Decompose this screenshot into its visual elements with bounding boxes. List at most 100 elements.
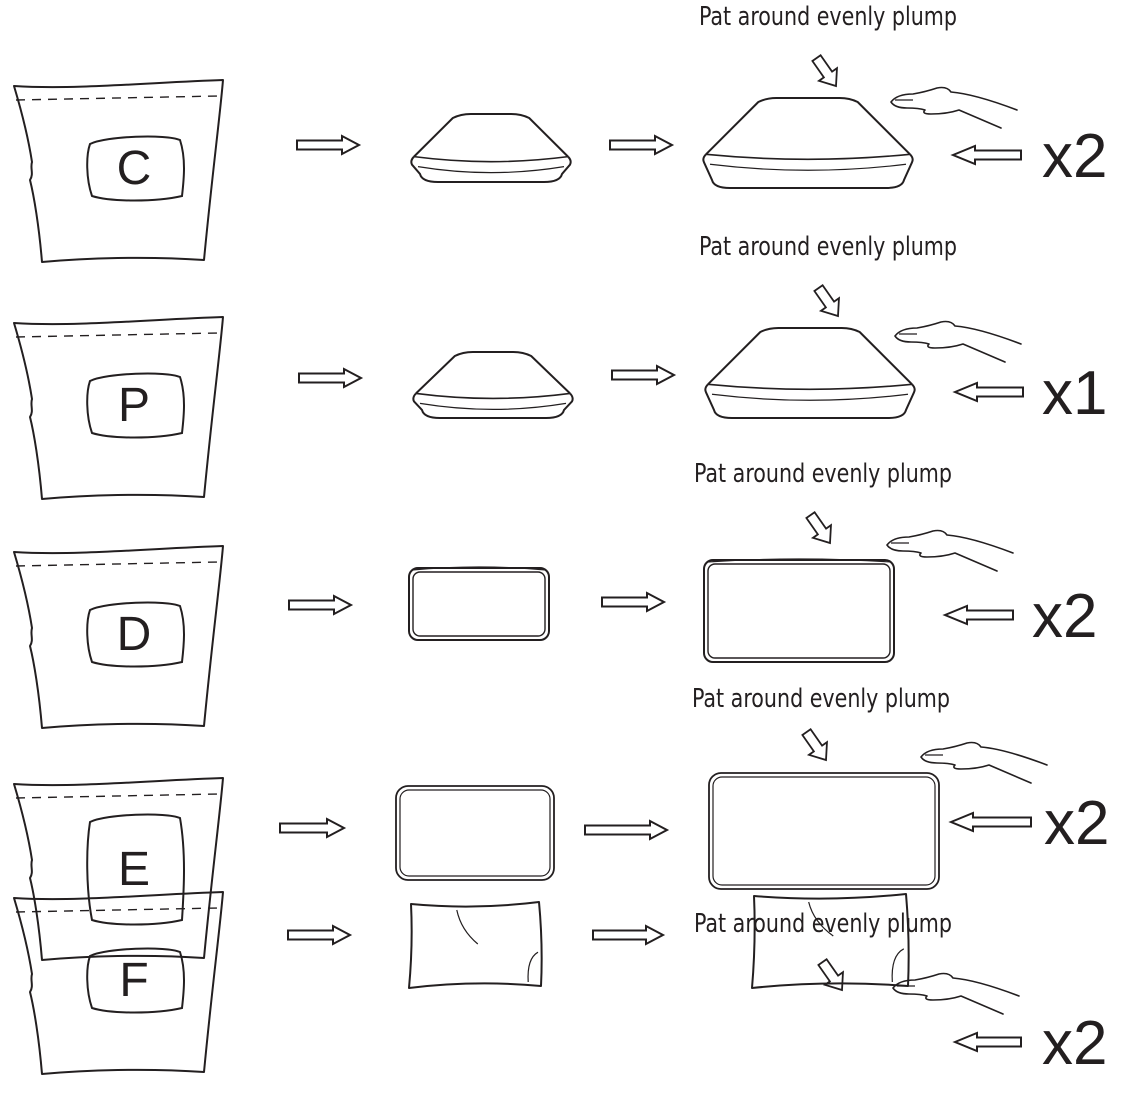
hand-drawing	[892, 972, 1020, 1015]
compressed-inner	[412, 571, 546, 637]
bag-label	[86, 813, 185, 926]
arrow-right-icon	[298, 367, 364, 389]
arrow-right-icon	[609, 134, 675, 156]
compressed-crease2	[527, 951, 539, 983]
expanded-edge	[706, 558, 892, 563]
expanded-piping	[711, 393, 909, 401]
arrow-left-icon	[952, 381, 1024, 403]
bag-outline	[13, 316, 224, 500]
expanded-crease2	[891, 948, 905, 983]
bag-outline	[13, 79, 224, 263]
hand-icon	[890, 86, 1018, 129]
storage-bag: F	[13, 891, 224, 1075]
step-row-f: F Pat around evenly plump x2	[13, 891, 1107, 1078]
storage-bag: E	[13, 777, 224, 961]
arrow-right-icon	[611, 364, 677, 386]
pat-instruction: Pat around evenly plump	[694, 459, 952, 489]
hand-icon	[892, 972, 1020, 1015]
arrow-right-icon	[592, 924, 666, 946]
expanded-top	[705, 97, 911, 155]
arrow-right-icon	[279, 817, 347, 839]
bag-letter: E	[118, 843, 150, 896]
compressed-shape	[410, 113, 572, 183]
expanded-outer	[708, 772, 940, 890]
expanded-piping	[709, 163, 907, 171]
compressed-shape	[408, 566, 550, 641]
expanded-base	[702, 153, 914, 189]
expanded-inner	[712, 776, 936, 886]
arrow-right-icon	[288, 594, 354, 616]
step-row-e: E Pat around evenly plump x2	[13, 684, 1109, 961]
bag-letter: C	[117, 142, 152, 195]
hand-drawing	[894, 320, 1022, 363]
bag-letter: P	[118, 379, 150, 432]
bag-letter: D	[117, 608, 152, 661]
compressed-inner	[399, 789, 551, 877]
expanded-shape	[704, 327, 916, 419]
arrow-down-right-icon	[813, 284, 840, 318]
arrow-left-icon	[948, 811, 1032, 833]
pat-instruction: Pat around evenly plump	[699, 2, 957, 32]
bag-seal-line	[15, 95, 219, 101]
quantity-label: x2	[1042, 1009, 1107, 1078]
step-row-p: P Pat around evenly plump x1	[13, 232, 1107, 500]
storage-bag: D	[13, 545, 224, 729]
bag-outline	[13, 545, 224, 729]
compressed-seam	[413, 155, 569, 163]
hand-icon	[920, 741, 1048, 784]
expanded-seam	[707, 383, 913, 391]
compressed-shape	[412, 351, 574, 419]
expanded-crease	[808, 901, 834, 937]
compressed-piping	[417, 166, 565, 174]
compressed-shape	[408, 901, 543, 989]
bag-outline	[13, 777, 224, 961]
compressed-base	[412, 392, 574, 419]
expanded-inner	[707, 563, 891, 659]
arrow-down-right-icon	[811, 54, 838, 88]
pat-instruction: Pat around evenly plump	[699, 232, 957, 262]
expanded-shape	[702, 97, 914, 189]
bag-label	[86, 947, 185, 1014]
compressed-outer	[408, 567, 550, 641]
storage-bag: C	[13, 79, 224, 263]
bag-label	[86, 135, 185, 202]
expanded-seam	[705, 153, 911, 161]
pat-instruction: Pat around evenly plump	[694, 909, 952, 939]
bag-label	[86, 601, 185, 668]
pat-instruction: Pat around evenly plump	[692, 684, 950, 714]
arrow-right-icon	[287, 924, 353, 946]
bag-label	[86, 372, 185, 439]
storage-bag: P	[13, 316, 224, 500]
bag-letter: F	[119, 954, 148, 1007]
arrow-right-icon	[601, 591, 667, 613]
bag-seal-line	[15, 561, 219, 567]
bag-outline	[13, 891, 224, 1075]
arrow-down-right-icon	[801, 728, 828, 762]
compressed-top	[415, 351, 571, 395]
compressed-edge	[411, 566, 547, 571]
compressed-seam	[415, 392, 571, 400]
quantity-label: x2	[1044, 789, 1109, 858]
expanded-outer	[703, 559, 895, 663]
hand-drawing	[920, 741, 1048, 784]
compressed-outline	[408, 901, 543, 989]
compressed-outer	[395, 785, 555, 881]
arrow-left-icon	[942, 604, 1014, 626]
quantity-label: x1	[1042, 359, 1107, 428]
arrow-right-icon	[296, 134, 362, 156]
expanded-shape	[703, 558, 895, 663]
bag-seal-line	[15, 907, 219, 913]
hand-icon	[886, 529, 1014, 572]
expanded-shape	[708, 772, 940, 890]
bag-seal-line	[15, 332, 219, 338]
compressed-crease	[456, 909, 479, 945]
compressed-top	[413, 113, 569, 158]
arrow-left-icon	[952, 1031, 1022, 1053]
expanded-top	[707, 327, 913, 385]
compressed-piping	[419, 402, 567, 410]
arrow-right-icon	[584, 819, 670, 841]
hand-icon	[894, 320, 1022, 363]
arrow-down-right-icon	[817, 958, 844, 992]
